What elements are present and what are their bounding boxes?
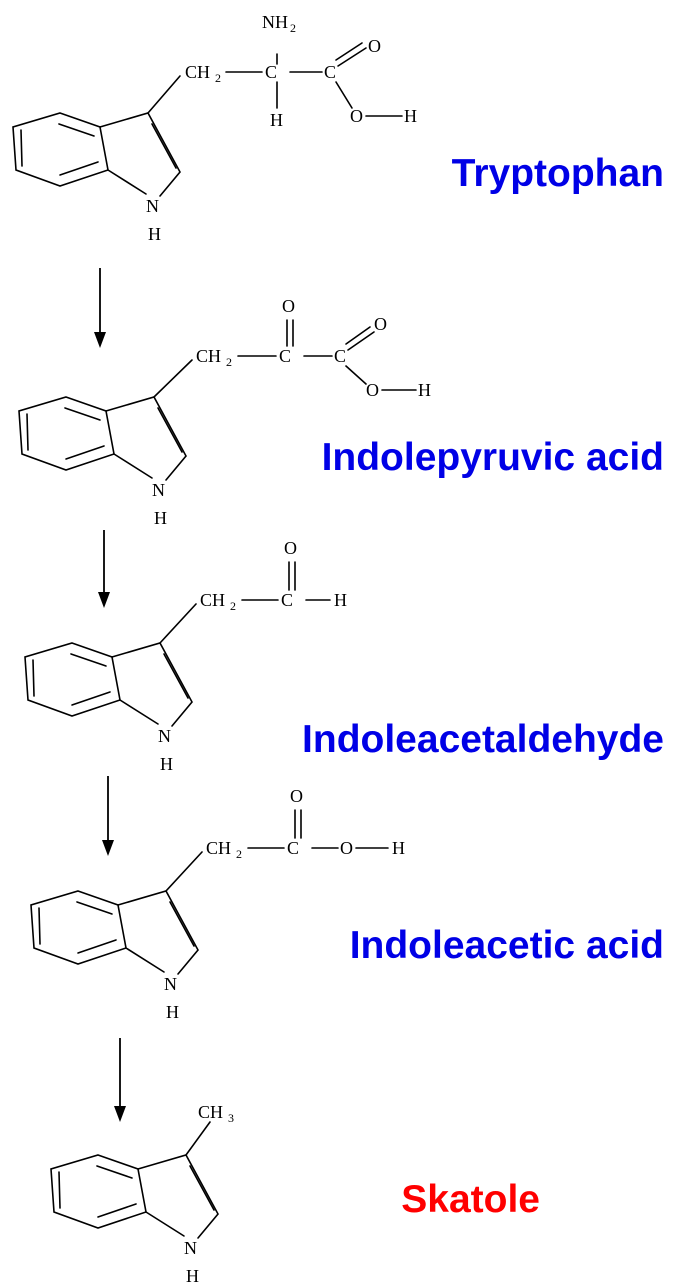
skatole-structure: N H CH 3 — [50, 1102, 234, 1284]
ch3-label: CH — [198, 1102, 223, 1122]
aldehyde-carbon-label: C — [281, 590, 293, 610]
ch2-label: CH — [200, 590, 225, 610]
side-chain: CH 2 C NH 2 H C O O H — [147, 12, 417, 130]
ch2-label: CH — [206, 838, 231, 858]
reaction-arrow-2 — [98, 530, 110, 608]
reaction-arrow-1 — [94, 268, 106, 348]
keto-oxygen-label: O — [282, 296, 295, 316]
nitrogen-label: N — [164, 974, 177, 994]
ch2-subscript: 2 — [230, 599, 236, 613]
hydroxyl-hydrogen-label: H — [404, 106, 417, 126]
reaction-arrow-3 — [102, 776, 114, 856]
hydroxyl-oxygen-label: O — [340, 838, 353, 858]
carboxyl-carbon-label: C — [334, 346, 346, 366]
ch2-subscript: 2 — [226, 355, 232, 369]
hydroxyl-hydrogen-label: H — [418, 380, 431, 400]
carboxyl-carbon-label: C — [287, 838, 299, 858]
indole-ring: N H — [24, 642, 193, 774]
hydrogen-label: H — [148, 224, 161, 244]
aldehyde-oxygen-label: O — [284, 538, 297, 558]
indole-ring: N H — [50, 1154, 219, 1284]
side-chain: CH 2 C O H — [159, 538, 347, 644]
nitrogen-label: N — [184, 1238, 197, 1258]
carbonyl-oxygen-label: O — [368, 36, 381, 56]
compound-label-indoleacetaldehyde: Indoleacetaldehyde — [302, 718, 664, 761]
nitrogen-label: N — [146, 196, 159, 216]
compound-label-skatole: Skatole — [401, 1178, 540, 1221]
side-chain: CH 2 C O C O O H — [153, 296, 431, 400]
hydrogen-label: H — [166, 1002, 179, 1022]
hydrogen-label: H — [154, 508, 167, 528]
hydroxyl-oxygen-label: O — [350, 106, 363, 126]
indole-ring: N H — [30, 890, 199, 1022]
ch2-subscript: 2 — [215, 71, 221, 85]
compound-label-tryptophan: Tryptophan — [452, 152, 664, 195]
alpha-carbon-label: C — [265, 62, 277, 82]
ch2-label: CH — [196, 346, 221, 366]
nh2-subscript: 2 — [290, 21, 296, 35]
methyl-group: CH 3 — [185, 1102, 234, 1156]
indole-ring: N H — [12, 112, 181, 244]
indoleacetic-acid-structure: N H CH 2 C O O H — [30, 786, 405, 1022]
indole-ring: N H — [18, 396, 187, 528]
compound-label-indoleacetic-acid: Indoleacetic acid — [350, 924, 664, 967]
compound-label-indolepyruvic-acid: Indolepyruvic acid — [322, 436, 664, 479]
carboxyl-carbon-label: C — [324, 62, 336, 82]
carbonyl-oxygen-label: O — [290, 786, 303, 806]
ch3-subscript: 3 — [228, 1111, 234, 1125]
indolepyruvic-acid-structure: N H CH 2 C O C O O H — [18, 296, 431, 528]
indoleacetaldehyde-structure: N H CH 2 C O H — [24, 538, 347, 774]
alpha-hydrogen-label: H — [270, 110, 283, 130]
hydrogen-label: H — [160, 754, 173, 774]
reaction-arrow-4 — [114, 1038, 126, 1122]
hydroxyl-hydrogen-label: H — [392, 838, 405, 858]
hydrogen-label: H — [186, 1266, 199, 1284]
nitrogen-label: N — [152, 480, 165, 500]
hydroxyl-oxygen-label: O — [366, 380, 379, 400]
aldehyde-hydrogen-label: H — [334, 590, 347, 610]
ch2-label: CH — [185, 62, 210, 82]
tryptophan-structure: N H CH 2 C NH 2 H C O O H — [12, 12, 417, 244]
carbonyl-oxygen-label: O — [374, 314, 387, 334]
ch2-subscript: 2 — [236, 847, 242, 861]
nh2-label: NH — [262, 12, 288, 32]
keto-carbon-label: C — [279, 346, 291, 366]
nitrogen-label: N — [158, 726, 171, 746]
side-chain: CH 2 C O O H — [165, 786, 405, 892]
